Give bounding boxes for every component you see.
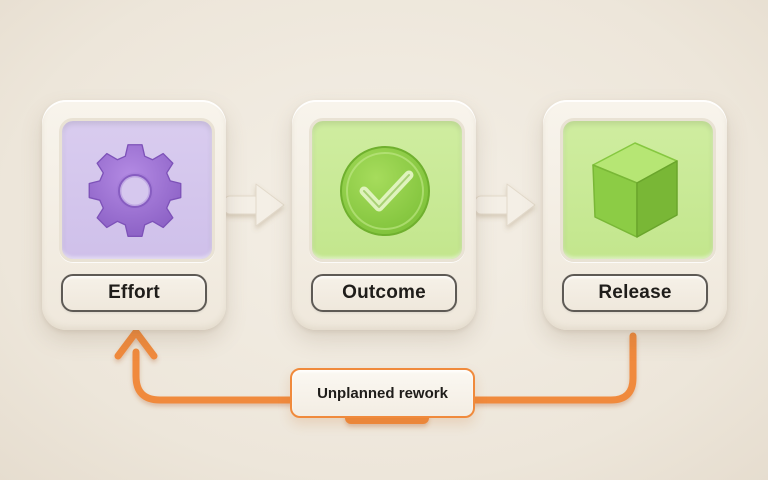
step-label-effort: Effort — [61, 274, 207, 312]
step-label-text: Outcome — [342, 282, 426, 303]
step-label-outcome: Outcome — [311, 274, 457, 312]
step-card-release[interactable]: Release — [543, 100, 727, 330]
cube-icon — [563, 121, 713, 259]
step-card-outcome[interactable]: Outcome — [292, 100, 476, 330]
gear-icon — [62, 121, 212, 259]
step-label-release: Release — [562, 274, 708, 312]
arrow-outcome-to-release — [474, 183, 536, 227]
effort-tile — [59, 118, 215, 262]
step-label-text: Release — [598, 282, 672, 303]
rework-label-text: Unplanned rework — [317, 384, 448, 402]
arrow-effort-to-outcome — [223, 183, 285, 227]
checkmark-icon — [312, 121, 462, 259]
outcome-tile — [309, 118, 465, 262]
rework-label[interactable]: Unplanned rework — [290, 368, 475, 418]
step-card-effort[interactable]: Effort — [42, 100, 226, 330]
step-label-text: Effort — [108, 282, 160, 303]
release-tile — [560, 118, 716, 262]
